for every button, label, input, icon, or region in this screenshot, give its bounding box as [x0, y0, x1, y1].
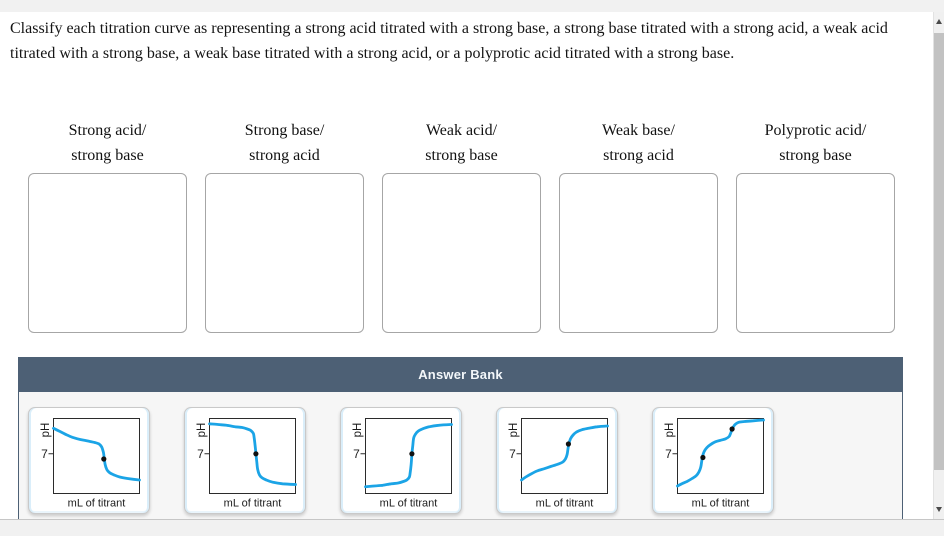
bin-weak-acid-strong-base: Weak acid/ strong base [382, 118, 541, 333]
y-axis-label: pH [352, 423, 364, 438]
x-axis-label: mL of titrant [536, 498, 594, 510]
equivalence-point-dot [101, 456, 107, 462]
bin-weak-base-strong-acid: Weak base/ strong acid [559, 118, 718, 333]
ph7-tick-label: 7 [353, 447, 360, 461]
bin-polyprotic-acid-strong-base: Polyprotic acid/ strong base [736, 118, 895, 333]
bin-label: Polyprotic acid/ strong base [765, 118, 867, 173]
curve-card-weak-base-strong-acid[interactable]: 7 pH mL of titrant [28, 407, 150, 514]
titration-curve [676, 418, 765, 488]
bin-label-line1: Strong base/ [244, 122, 325, 139]
answer-bank-items: 7 pH mL of titrant 7 pH mL of titrant [19, 392, 902, 514]
y-axis-label: pH [508, 423, 520, 438]
bin-label: Weak base/ strong acid [602, 118, 675, 173]
equivalence-point-dot [253, 451, 259, 457]
ph7-tick-label: 7 [665, 447, 672, 461]
ph7-tick-label: 7 [41, 447, 48, 461]
equivalence-point-dot [700, 454, 706, 461]
drop-zone-weak-base-strong-acid[interactable] [559, 173, 718, 333]
plot-frame [521, 418, 608, 494]
y-axis-label: pH [196, 423, 208, 438]
bin-label-line1: Polyprotic acid/ [764, 122, 867, 139]
bin-label: Weak acid/ strong base [425, 118, 497, 173]
answer-bank: Answer Bank 7 pH mL of titrant 7 pH [18, 357, 903, 519]
answer-bank-title: Answer Bank [418, 367, 503, 382]
scroll-up-icon [936, 18, 942, 24]
curve-card-polyprotic-acid-strong-base[interactable]: 7 pH mL of titrant [652, 407, 774, 514]
titration-curve [364, 423, 453, 489]
curve-card-strong-base-strong-acid[interactable]: 7 pH mL of titrant [184, 407, 306, 514]
bin-label-line2: strong base [425, 147, 498, 164]
bin-label-line2: strong base [71, 147, 144, 164]
ph7-tick-label: 7 [197, 447, 204, 461]
curve-card-strong-acid-strong-base[interactable]: 7 pH mL of titrant [340, 407, 462, 514]
classification-bins: Strong acid/ strong base Strong base/ st… [28, 118, 895, 333]
titration-curve [52, 426, 141, 482]
plot-frame [677, 418, 764, 494]
drop-zone-polyprotic-acid-strong-base[interactable] [736, 173, 895, 333]
y-axis-label: pH [40, 423, 52, 438]
bin-label-line1: Strong acid/ [68, 122, 147, 139]
curve-card-weak-acid-strong-base[interactable]: 7 pH mL of titrant [496, 407, 618, 514]
plot-frame [53, 418, 140, 494]
titration-curve [520, 424, 609, 482]
equivalence-point-dot [409, 451, 415, 457]
equivalence-point-dot [565, 441, 571, 447]
bin-label-line2: strong base [779, 147, 852, 164]
bin-label: Strong acid/ strong base [69, 118, 147, 173]
bin-label-line1: Weak acid/ [425, 122, 498, 139]
page-footer [0, 519, 944, 536]
x-axis-label: mL of titrant [380, 498, 438, 510]
ph7-tick-label: 7 [509, 447, 516, 461]
instructions-text: Classify each titration curve as represe… [10, 20, 888, 62]
answer-bank-header: Answer Bank [19, 357, 902, 392]
x-axis-label: mL of titrant [68, 498, 126, 510]
plot-frame [365, 418, 452, 494]
bin-label-line2: strong acid [249, 147, 320, 164]
scroll-down-icon [936, 506, 942, 512]
titration-curve [208, 422, 297, 486]
scroll-up-button[interactable] [934, 12, 944, 30]
bin-label-line2: strong acid [603, 147, 674, 164]
plot-frame [209, 418, 296, 494]
drop-zone-weak-acid-strong-base[interactable] [382, 173, 541, 333]
y-axis-label: pH [664, 423, 676, 438]
question-panel: Classify each titration curve as represe… [0, 12, 933, 519]
scroll-down-button[interactable] [934, 500, 944, 518]
bin-label: Strong base/ strong acid [245, 118, 325, 173]
scrollbar-thumb[interactable] [934, 33, 944, 470]
equivalence-point-dot [729, 426, 735, 432]
vertical-scrollbar[interactable] [933, 12, 944, 519]
bin-label-line1: Weak base/ [602, 122, 675, 139]
drop-zone-strong-base-strong-acid[interactable] [205, 173, 364, 333]
x-axis-label: mL of titrant [692, 498, 750, 510]
x-axis-label: mL of titrant [224, 498, 282, 510]
bin-strong-base-strong-acid: Strong base/ strong acid [205, 118, 364, 333]
bin-strong-acid-strong-base: Strong acid/ strong base [28, 118, 187, 333]
drop-zone-strong-acid-strong-base[interactable] [28, 173, 187, 333]
